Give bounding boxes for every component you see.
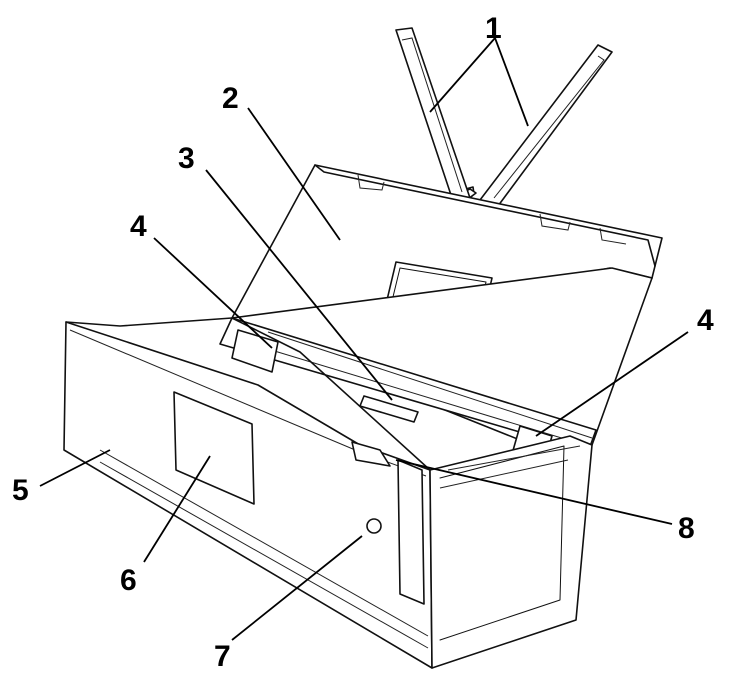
usb-cover xyxy=(351,441,391,467)
right-side-inner xyxy=(439,445,565,641)
document-support-arm-1 xyxy=(395,27,471,205)
callout-4-left: 4 xyxy=(130,210,147,243)
callout-8: 8 xyxy=(678,512,695,545)
front-panel-bottom xyxy=(99,449,429,649)
callout-3: 3 xyxy=(178,142,195,175)
document-support-arm-1-groove xyxy=(401,37,463,193)
callout-5: 5 xyxy=(12,474,29,507)
top-cover-rim xyxy=(314,164,656,267)
touchscreen xyxy=(173,391,255,505)
leader-lines xyxy=(39,37,689,641)
power-button xyxy=(366,518,382,534)
top-cover-rim-steps xyxy=(357,174,627,245)
callout-4-right: 4 xyxy=(697,304,714,337)
guide-left xyxy=(231,329,279,373)
right-side-lines xyxy=(439,445,581,489)
callout-1: 1 xyxy=(485,12,502,45)
callout-6: 6 xyxy=(120,564,137,597)
card-slot xyxy=(397,459,425,605)
front-panel-top-edge xyxy=(65,317,431,471)
callout-2: 2 xyxy=(222,82,239,115)
scanner-right-side xyxy=(429,435,593,669)
document-support-arm-2-groove xyxy=(493,55,605,199)
callout-7: 7 xyxy=(214,640,231,673)
feed-roller xyxy=(359,395,419,423)
document-support-arm-2 xyxy=(479,44,613,207)
